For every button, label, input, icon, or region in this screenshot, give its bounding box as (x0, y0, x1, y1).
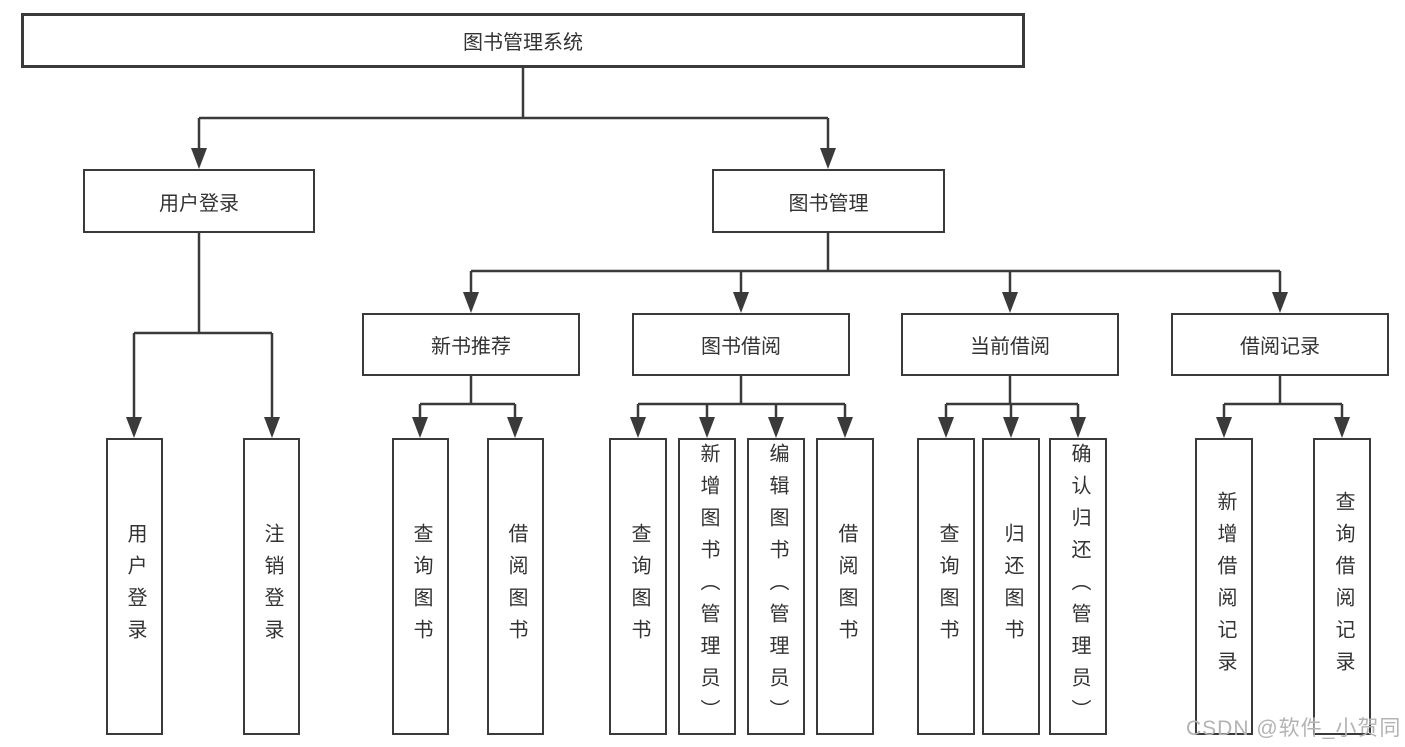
leaf-query-books-3: 查询图书 (917, 438, 975, 735)
leaf-add-book-admin: 新增图书（管理员） (678, 438, 736, 735)
leaf-edit-book-admin: 编辑图书（管理员） (747, 438, 805, 735)
arrowheads (126, 148, 1350, 438)
node-book-management: 图书管理 (712, 169, 945, 233)
node-new-book-recommendation: 新书推荐 (362, 313, 580, 376)
leaf-user-login: 用户登录 (106, 438, 163, 735)
node-library-system: 图书管理系统 (21, 13, 1025, 68)
leaf-borrow-books-2: 借阅图书 (816, 438, 874, 735)
leaf-query-borrow-record: 查询借阅记录 (1313, 438, 1371, 735)
leaf-add-borrow-record: 新增借阅记录 (1195, 438, 1253, 735)
leaf-return-books: 归还图书 (982, 438, 1040, 735)
node-current-borrowing: 当前借阅 (901, 313, 1119, 376)
node-user-login: 用户登录 (83, 169, 315, 233)
leaf-borrow-books: 借阅图书 (487, 438, 544, 735)
node-borrowing-records: 借阅记录 (1171, 313, 1389, 376)
csdn-watermark: CSDN @软件_小贺同学 (1186, 717, 1402, 740)
node-book-borrowing: 图书借阅 (632, 313, 850, 376)
leaf-query-books: 查询图书 (392, 438, 449, 735)
leaf-query-books-2: 查询图书 (609, 438, 667, 735)
leaf-confirm-return-admin: 确认归还（管理员） (1049, 438, 1107, 735)
leaf-logout: 注销登录 (243, 438, 300, 735)
